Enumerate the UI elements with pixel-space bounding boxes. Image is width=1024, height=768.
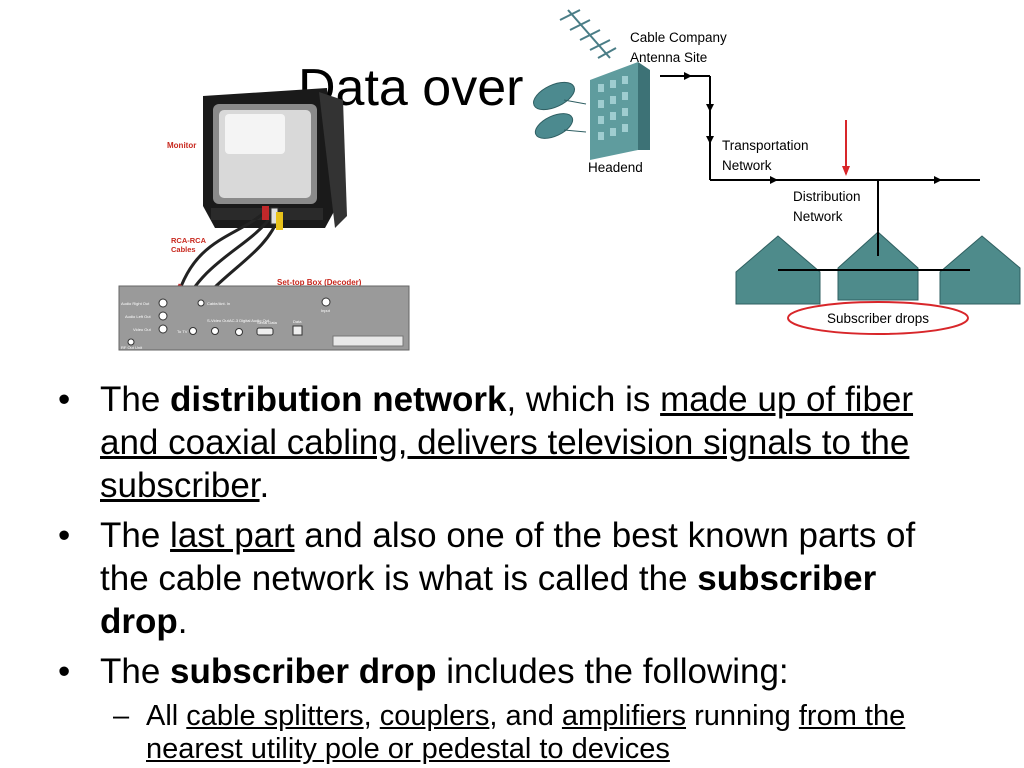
port-label-audio-right: Audio Right Out (121, 301, 150, 306)
bullet-1: • The distribution network, which is mad… (58, 378, 958, 507)
port-label-input: Input (321, 308, 331, 313)
subscriber-drops-ellipse (787, 301, 969, 335)
sub-bullet-1: – All cable splitters, couplers, and amp… (113, 700, 958, 766)
antenna-label-line2: Antenna Site (630, 50, 707, 65)
tv-settop-diagram: Monitor RCA-RCA Cables Set-top Box (Deco… (118, 88, 410, 351)
distribution-label-line1: Distribution (793, 189, 861, 204)
port-label-data: Data (293, 319, 302, 324)
distribution-label-line2: Network (793, 209, 843, 224)
house-icon-center (837, 231, 919, 301)
house-icon-right (939, 235, 1021, 305)
port-label-ac3: AC-3 Digital Audio Out (229, 318, 270, 323)
headend-building-icon (590, 62, 650, 160)
cables-label-line2: Cables (171, 245, 196, 254)
cables-label-line1: RCA-RCA (171, 236, 207, 245)
bullet-1-text: The distribution network, which is made … (100, 380, 914, 505)
port-label-serial: Serial Data (257, 320, 278, 325)
satellite-dish-icon (533, 81, 587, 139)
headend-label: Headend (588, 160, 643, 175)
bullet-2-text: The last part and also one of the best k… (100, 516, 916, 641)
port-label-video: Video Out (133, 327, 152, 332)
red-arrow-icon (842, 120, 850, 176)
bullet-marker: • (58, 380, 71, 419)
stb-label: Set-top Box (Decoder) (277, 278, 362, 287)
sub-bullet-marker: – (113, 700, 130, 732)
transport-label-line2: Network (722, 158, 772, 173)
arrowheads (684, 72, 970, 274)
port-label-svideo: S-Video Out (207, 318, 230, 323)
port-label-rf: RF Out Unit (121, 345, 143, 350)
antenna-icon (559, 9, 617, 59)
settop-box-panel (118, 285, 410, 351)
monitor-label: Monitor (167, 141, 196, 150)
transport-label-line1: Transportation (722, 138, 809, 153)
bullet-marker: • (58, 516, 71, 555)
port-label-to-tv: To TV (177, 329, 188, 334)
monitor-image (203, 88, 347, 228)
antenna-label-line1: Cable Company (630, 30, 727, 45)
bullet-2: • The last part and also one of the best… (58, 514, 958, 643)
bullet-marker: • (58, 652, 71, 691)
bullet-3-text: The subscriber drop includes the followi… (100, 652, 789, 691)
slide-body: • The distribution network, which is mad… (58, 378, 958, 766)
subscriber-drops-label: Subscriber drops (827, 311, 929, 326)
port-label-audio-left: Audio Left Out (125, 314, 151, 319)
port-label-cable-in: Cable/Ant. In (207, 301, 230, 306)
bullet-3: • The subscriber drop includes the follo… (58, 650, 958, 693)
cable-network-diagram: Cable Company Antenna Site Headend Trans… (533, 9, 1021, 335)
sub-bullet-1-text: All cable splitters, couplers, and ampli… (146, 700, 906, 765)
